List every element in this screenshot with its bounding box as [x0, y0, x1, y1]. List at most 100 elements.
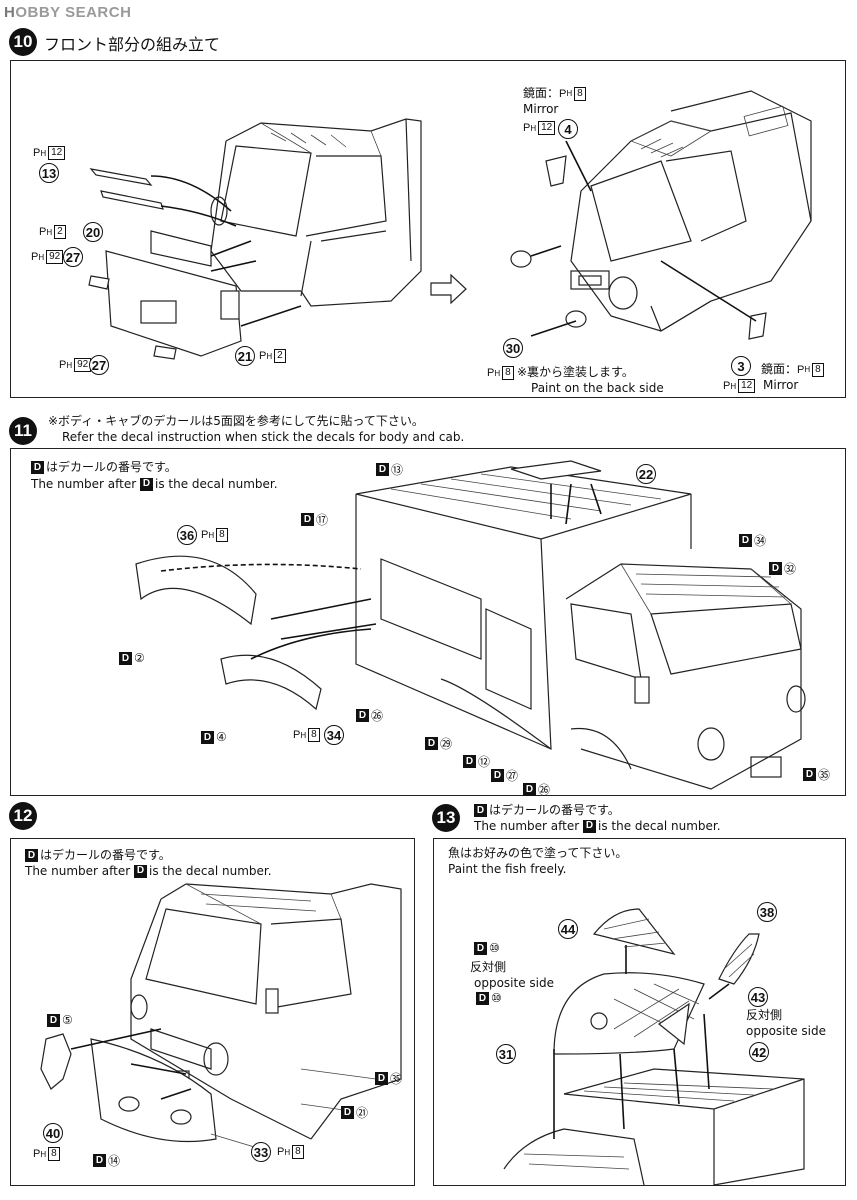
back-paint-ja: ※裏から塗装します。: [517, 365, 634, 379]
ph-21-value: 2: [274, 349, 286, 363]
decal-d-box-2: D: [140, 477, 153, 491]
back-paint-en: Paint on the back side: [531, 381, 664, 395]
part-20: 20: [83, 222, 103, 242]
decal-12-num: ⑫: [478, 755, 491, 769]
step-12-illustration: [40, 883, 402, 1150]
step-13-illustration: [503, 908, 805, 1185]
step-12-number: 12: [13, 806, 33, 825]
decal-note-11-post: is the decal number.: [155, 477, 278, 491]
part-27-top: 27: [63, 247, 83, 267]
truck-cab-right: [570, 90, 812, 332]
decal-26-b-num: ㉖: [538, 783, 551, 797]
part-31: 31: [496, 1044, 516, 1064]
ph-3-value: 12: [738, 379, 756, 393]
decal-21-num: ㉑: [356, 1106, 369, 1120]
ph-34-value: 8: [308, 728, 320, 742]
part-42: 42: [749, 1042, 769, 1062]
part-44: 44: [558, 919, 578, 939]
decal-27-num: ㉗: [506, 769, 519, 783]
truck-cab-left: [210, 118, 422, 307]
decal-10-a-num: ⑩: [489, 941, 500, 955]
decal-10-b-num: ⑩: [491, 991, 502, 1005]
step-13-panel: 魚はお好みの色で塗って下さい。 Paint the fish freely. D…: [433, 838, 846, 1186]
decal-34-num: ㉞: [754, 534, 767, 548]
step-13-number: 13: [436, 808, 456, 827]
ph-36-value: 8: [216, 528, 228, 542]
ph-30-value: 8: [502, 366, 514, 380]
mirror-ja-right: 鏡面：: [761, 362, 798, 376]
decal-5-num: ⑤: [62, 1013, 73, 1027]
fish-note-ja: 魚はお好みの色で塗って下さい。: [448, 846, 628, 860]
step-13-badge: 13: [432, 804, 460, 832]
decal-4-num: ④: [216, 730, 227, 744]
step-10-badge: 10: [9, 28, 37, 56]
mirror-ja-top: 鏡面：: [523, 86, 560, 100]
decal-note-12-post: is the decal number.: [149, 864, 272, 878]
hobby-search-logo: HOBBY SEARCH: [4, 4, 131, 21]
decal-note-12-ja: はデカールの番号です。: [40, 848, 171, 862]
part-4: 4: [558, 119, 578, 139]
mirror-ph-top: 8: [574, 87, 586, 101]
part-21: 21: [235, 346, 255, 366]
part-36: 36: [177, 525, 197, 545]
fish-note-en: Paint the fish freely.: [448, 862, 567, 876]
part-34: 34: [324, 725, 344, 745]
part-22: 22: [636, 464, 656, 484]
part-3: 3: [731, 356, 751, 376]
ph-20-value: 2: [54, 225, 66, 239]
decal-35-num: ㉟: [818, 768, 831, 782]
decal-2-num: ②: [134, 651, 145, 665]
decal-note-13-post: is the decal number.: [598, 819, 721, 833]
decal-29-num: ㉙: [440, 737, 453, 751]
part-27-bottom: 27: [89, 355, 109, 375]
step-11-number: 11: [14, 421, 32, 440]
part-33: 33: [251, 1142, 271, 1162]
ph-40-value: 8: [48, 1147, 60, 1161]
step-10-illustration: [88, 90, 812, 360]
part-13: 13: [39, 163, 59, 183]
decal-32-num: ㉜: [784, 562, 797, 576]
logo-prefix: H: [4, 4, 16, 21]
opposite-en-left: opposite side: [474, 976, 554, 990]
decal-note-11-ja: はデカールの番号です。: [46, 460, 177, 474]
step-11-illustration: [135, 460, 806, 790]
opposite-ja-right: 反対側: [746, 1008, 783, 1022]
ph-13-value: 12: [48, 146, 66, 160]
opposite-en-right: opposite side: [746, 1024, 826, 1038]
step-11-note-ja: ※ボディ・キャブのデカールは5面図を参考にして先に貼って下さい。: [48, 414, 424, 428]
ph-4-value: 12: [538, 121, 556, 135]
ph-33-value: 8: [292, 1145, 304, 1159]
decal-note-13-pre: The number after: [474, 819, 580, 833]
decal-35-12-num: ㉟: [390, 1072, 403, 1086]
ph-27-top-value: 92: [46, 250, 64, 264]
